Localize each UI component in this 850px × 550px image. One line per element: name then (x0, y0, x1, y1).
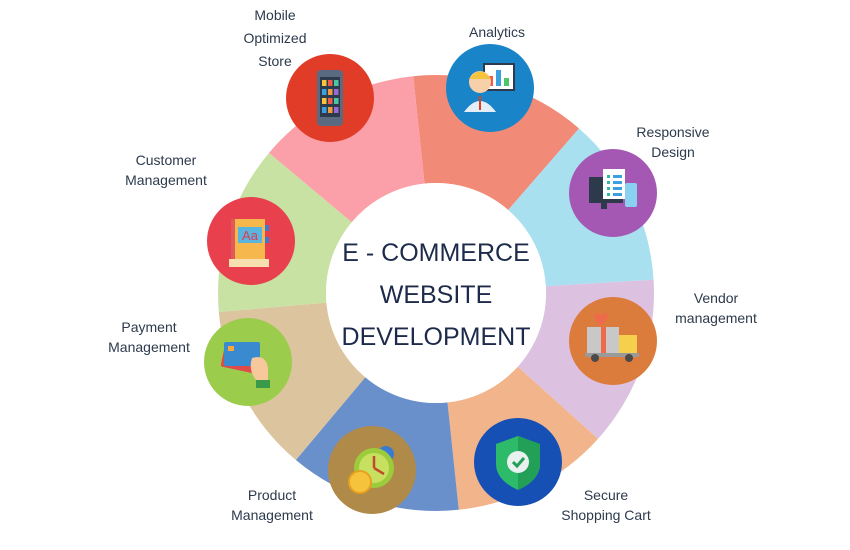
segment-customer-management (269, 76, 425, 223)
label-responsive-design: Responsive Design (636, 122, 709, 162)
label-vendor-management: Vendor management (675, 288, 757, 328)
label-line: Vendor (693, 290, 739, 306)
label-line: Payment (121, 319, 177, 335)
label-line: management (675, 310, 757, 326)
label-line: Secure (583, 487, 629, 503)
title-line-1: E - COMMERCE (342, 239, 530, 267)
label-line: Analytics (468, 24, 526, 40)
label-line: Management (125, 172, 207, 188)
label-line: Management (108, 339, 190, 355)
address-book-icon: Aa (207, 197, 295, 285)
label-customer-management: Customer Management (125, 150, 207, 190)
label-line: Responsive (636, 124, 710, 140)
label-line: Management (231, 507, 313, 523)
label-analytics: Analytics (469, 22, 525, 42)
credit-card-hand-icon (204, 318, 292, 406)
label-line: Mobile (254, 7, 296, 23)
smartphone-icon (286, 54, 374, 142)
devices-icon (569, 149, 657, 237)
center-circle (326, 183, 546, 403)
svg-text:Aa: Aa (242, 228, 259, 243)
label-line: Product (247, 487, 297, 503)
label-line: Store (258, 53, 292, 69)
title-line-2: WEBSITE (379, 281, 493, 309)
clock-coin-gear-icon (328, 426, 416, 514)
label-payment-management: Payment Management (108, 317, 190, 357)
label-secure-shopping-cart: Secure Shopping Cart (561, 485, 651, 525)
label-line: Optimized (243, 30, 307, 46)
title-line-3: DEVELOPMENT (341, 323, 531, 351)
shield-check-icon (474, 418, 562, 506)
label-line: Customer (135, 152, 197, 168)
analyst-chart-icon (446, 44, 534, 132)
center-title: E - COMMERCE WEBSITE DEVELOPMENT (326, 232, 546, 358)
delivery-truck-icon (569, 297, 657, 385)
label-line: Design (651, 144, 695, 160)
label-mobile-optimized-store: Mobile Optimized Store (243, 4, 306, 73)
label-product-management: Product Management (231, 485, 313, 525)
label-line: Shopping Cart (561, 507, 651, 523)
